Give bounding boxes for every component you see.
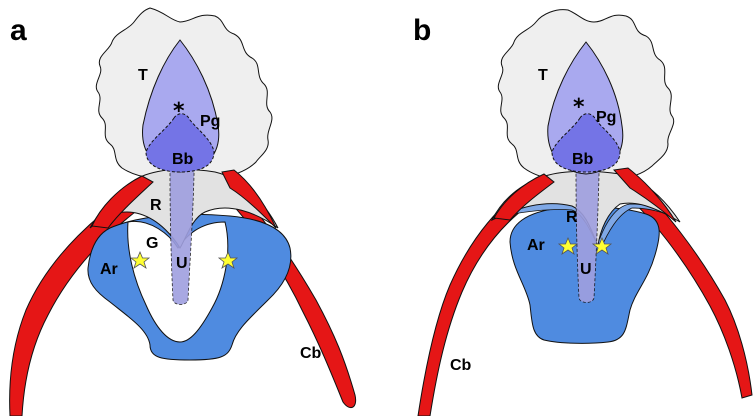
panel-b-label-Pg: Pg <box>596 109 616 126</box>
panel-a: a T * Pg Bb R G Ar U Cb <box>10 8 356 416</box>
panel-a-label-Cb: Cb <box>300 345 322 362</box>
panel-b-label-T: T <box>538 67 548 84</box>
panel-a-label-Bb: Bb <box>172 151 194 168</box>
panel-b-label-R: R <box>566 209 578 226</box>
panel-b-label-U: U <box>580 261 592 278</box>
panel-b: b T * Pg Bb R Ar U Cb <box>413 10 752 416</box>
panel-b-label-Cb: Cb <box>450 357 472 374</box>
panel-b-label-Ar: Ar <box>527 237 545 254</box>
panel-a-label-Pg: Pg <box>200 113 220 130</box>
panel-a-asterisk: * <box>173 99 185 124</box>
panel-b-asterisk: * <box>573 95 585 120</box>
panel-b-letter: b <box>413 14 431 47</box>
panel-b-label-Bb: Bb <box>572 151 594 168</box>
panel-a-label-R: R <box>150 197 162 214</box>
panel-a-label-Ar: Ar <box>100 261 118 278</box>
panel-a-label-U: U <box>176 255 188 272</box>
panel-a-label-G: G <box>146 235 158 252</box>
panel-a-label-T: T <box>138 67 148 84</box>
panel-a-letter: a <box>10 14 27 47</box>
